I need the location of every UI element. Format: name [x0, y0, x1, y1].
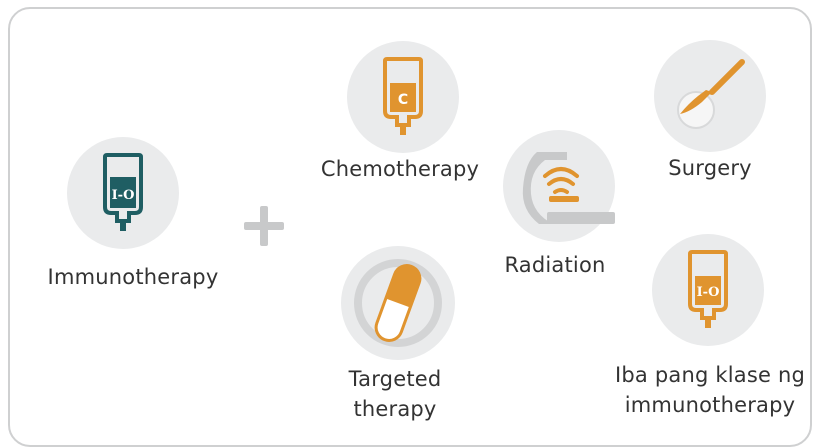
iv-bag-icon: I-O — [103, 153, 143, 231]
chemotherapy-label: Chemotherapy — [320, 157, 480, 181]
iv-bag-icon: C — [383, 57, 423, 135]
io-icon-text: I-O — [112, 188, 135, 203]
chemotherapy-icon-circle: C — [347, 41, 459, 153]
radiation-label: Radiation — [504, 253, 606, 277]
capsule-icon — [354, 259, 442, 347]
immunotherapy-label: Immunotherapy — [47, 265, 219, 289]
other-io-icon-text: I-O — [697, 285, 720, 300]
targeted-therapy-label-line2: therapy — [353, 397, 437, 421]
chemo-icon-text: C — [398, 92, 408, 108]
other-immunotherapy-icon-circle: I-O — [652, 234, 764, 346]
iv-bag-icon: I-O — [688, 250, 728, 328]
surgery-label: Surgery — [668, 156, 752, 180]
surgery-icon-circle — [654, 40, 766, 152]
immunotherapy-icon-circle: I-O — [67, 137, 179, 249]
scalpel-icon — [677, 59, 745, 129]
other-immunotherapy-label-line1: Iba pang klase ng — [614, 363, 806, 387]
targeted-therapy-icon-circle — [341, 246, 455, 360]
plus-icon — [244, 206, 284, 246]
other-immunotherapy-label-line2: immunotherapy — [624, 393, 796, 417]
radiation-icon-circle — [503, 130, 615, 242]
radiation-machine-icon — [522, 152, 615, 224]
targeted-therapy-label-line1: Targeted — [348, 367, 442, 391]
